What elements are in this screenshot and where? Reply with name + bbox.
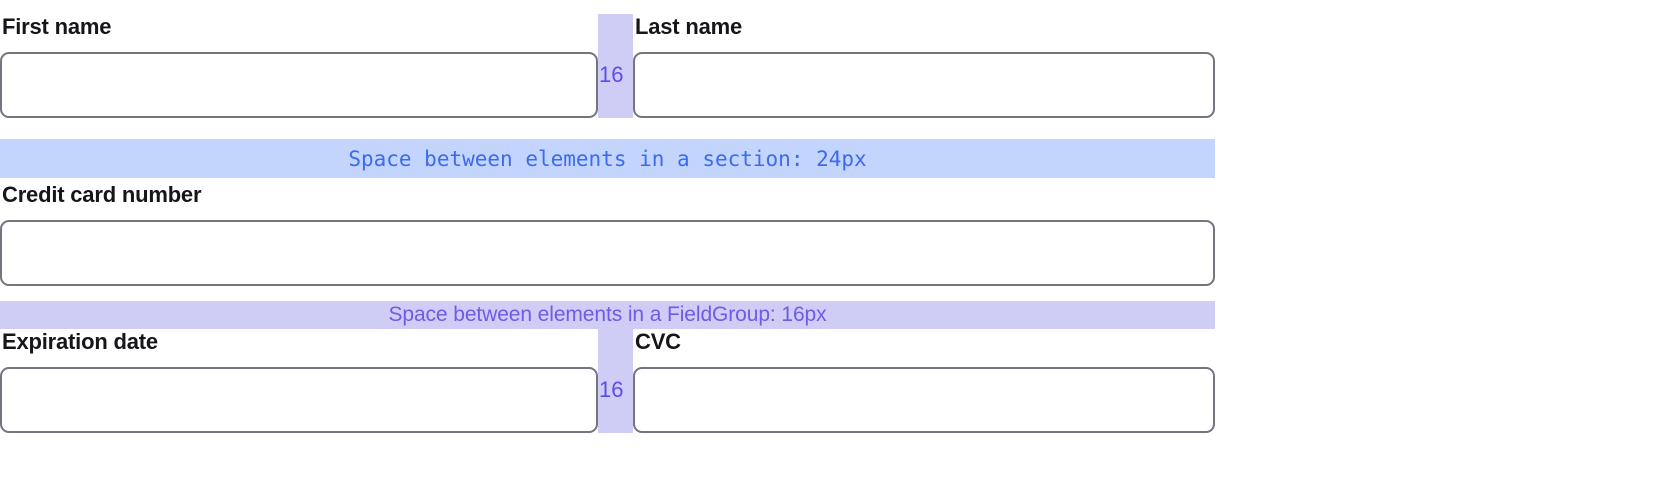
expiration-date-field: Expiration date xyxy=(0,329,598,433)
last-name-field: Last name xyxy=(633,14,1215,118)
first-name-label: First name xyxy=(2,14,112,39)
expiry-field-row: Expiration date 16 CVC xyxy=(0,329,1215,433)
credit-card-field: Credit card number xyxy=(0,182,1215,286)
expiry-row-gap-label: 16 xyxy=(599,377,624,402)
section-spacing-label: Space between elements in a section: 24p… xyxy=(348,146,867,171)
credit-card-input[interactable] xyxy=(0,220,1215,286)
expiration-date-label: Expiration date xyxy=(2,329,158,354)
cvc-field: CVC xyxy=(633,329,1215,433)
cvc-input[interactable] xyxy=(633,367,1215,433)
name-row-gap-label: 16 xyxy=(599,62,624,87)
payment-form: First name 16 Last name Space between el… xyxy=(0,14,1215,433)
first-name-field: First name xyxy=(0,14,598,118)
cvc-label: CVC xyxy=(635,329,681,354)
last-name-label: Last name xyxy=(635,14,743,39)
first-name-input[interactable] xyxy=(0,52,598,118)
section-spacing-band: Space between elements in a section: 24p… xyxy=(0,139,1215,178)
expiration-date-input[interactable] xyxy=(0,367,598,433)
name-field-row: First name 16 Last name xyxy=(0,14,1215,118)
credit-card-field-row: Credit card number xyxy=(0,182,1215,286)
fieldgroup-spacing-label: Space between elements in a FieldGroup: … xyxy=(388,303,827,326)
name-row-gap-column: 16 xyxy=(598,14,633,118)
fieldgroup-spacing-band: Space between elements in a FieldGroup: … xyxy=(0,301,1215,329)
credit-card-label: Credit card number xyxy=(2,182,202,207)
expiry-row-gap-column: 16 xyxy=(598,329,633,433)
last-name-input[interactable] xyxy=(633,52,1215,118)
